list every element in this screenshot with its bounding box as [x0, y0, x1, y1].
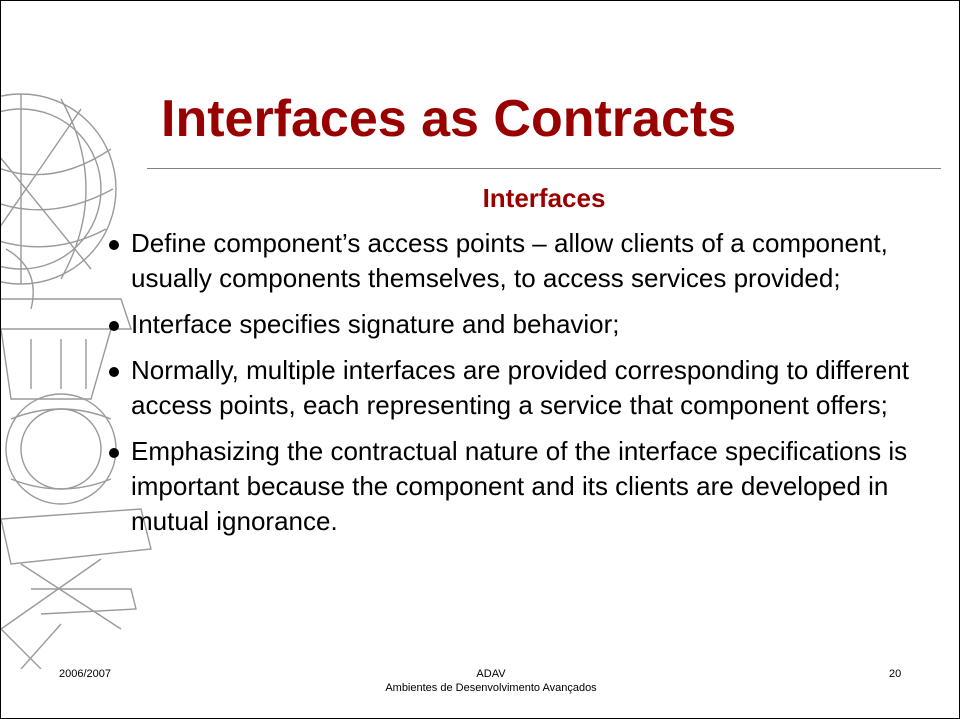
bullet-icon [109, 321, 119, 331]
footer-course-code: ADAV [476, 668, 506, 680]
bullet-item: Normally, multiple interfaces are provid… [109, 353, 929, 423]
bullet-item: Interface specifies signature and behavi… [109, 307, 929, 342]
slide-subtitle: Interfaces [482, 183, 606, 213]
bullet-text: Normally, multiple interfaces are provid… [131, 355, 909, 420]
bullet-list: Define component’s access points – allow… [109, 226, 929, 550]
footer-course: ADAV Ambientes de Desenvolvimento Avança… [301, 667, 681, 695]
bullet-item: Emphasizing the contractual nature of th… [109, 434, 929, 539]
bullet-icon [109, 240, 119, 250]
bullet-text: Define component’s access points – allow… [131, 228, 888, 293]
bullet-icon [109, 448, 119, 458]
footer-course-name: Ambientes de Desenvolvimento Avançados [385, 682, 597, 694]
bullet-text: Emphasizing the contractual nature of th… [131, 436, 908, 536]
bullet-item: Define component’s access points – allow… [109, 226, 929, 296]
bullet-text: Interface specifies signature and behavi… [131, 309, 620, 339]
footer-date: 2006/2007 [59, 668, 111, 680]
bullet-icon [109, 367, 119, 377]
title-divider [147, 168, 941, 169]
footer-page-number: 20 [889, 668, 902, 680]
slide-title: Interfaces as Contracts [161, 90, 737, 148]
